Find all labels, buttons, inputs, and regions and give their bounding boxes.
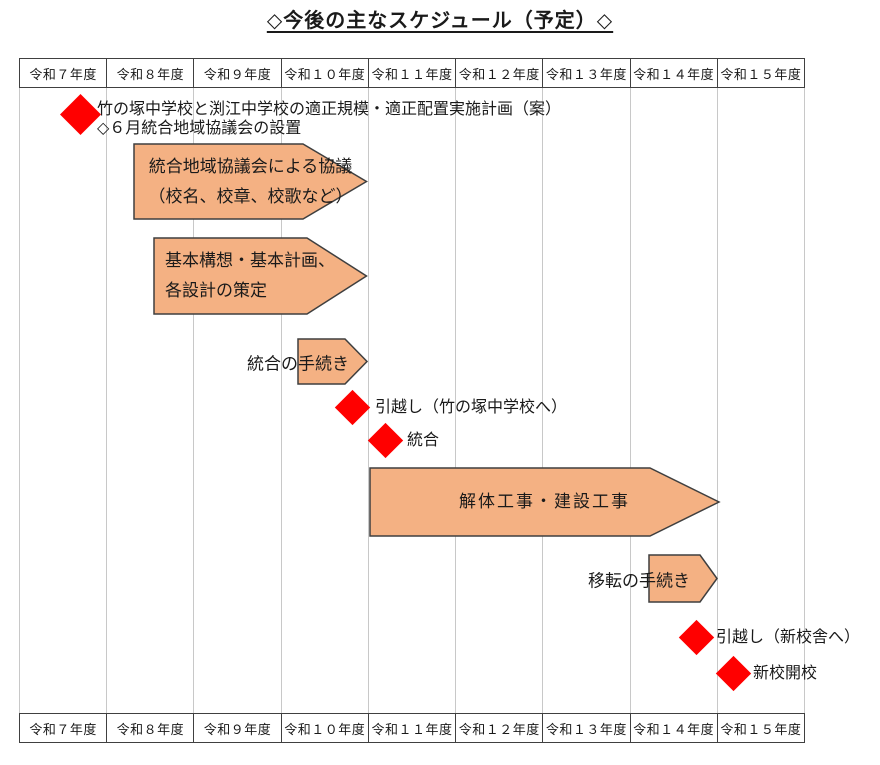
year-cell: 令和１３年度 (542, 59, 629, 87)
milestone-plan-line1: 竹の塚中学校と渕江中学校の適正規模・適正配置実施計画（案） (97, 101, 562, 118)
grid-column (542, 88, 629, 713)
arrow-council-label: 統合地域協議会による協議 （校名、校章、校歌など） (148, 156, 353, 206)
year-cell: 令和７年度 (29, 66, 97, 82)
milestone-plan-line2: ◇６月統合地域協議会の設置 (97, 120, 302, 137)
arrow-construction: 解体工事・建設工事 (369, 467, 721, 537)
grid-column (280, 88, 368, 713)
grid-column (455, 88, 542, 713)
year-cell: 令和８年度 (106, 714, 193, 742)
arrow-shape (648, 554, 718, 603)
milestone-integration-label: 統合 (407, 432, 440, 449)
year-cell: 令和１０年度 (280, 59, 368, 87)
year-cell: 令和１１年度 (367, 59, 455, 87)
milestone-move-takenotsuka-label: 引越し（竹の塚中学校へ） (375, 399, 568, 416)
year-cell: 令和１１年度 (367, 714, 455, 742)
year-cell: 令和１０年度 (280, 714, 368, 742)
grid-column (20, 88, 106, 713)
arrow-relocation-procedure-label: 移転の手続き (588, 571, 690, 590)
page-title: ◇今後の主なスケジュール（予定）◇ (266, 10, 614, 32)
year-cell: 令和８年度 (106, 59, 193, 87)
grid-column (193, 88, 280, 713)
year-footer-row: 令和７年度 令和８年度 令和９年度 令和１０年度 令和１１年度 令和１２年度 令… (19, 713, 805, 743)
arrow-construction-label: 解体工事・建設工事 (459, 492, 630, 511)
grid-column (106, 88, 193, 713)
year-cell: 令和１２年度 (455, 59, 542, 87)
year-cell: 令和９年度 (193, 59, 280, 87)
year-header-row: 令和７年度 令和８年度 令和９年度 令和１０年度 令和１１年度 令和１２年度 令… (19, 58, 805, 88)
year-cell: 令和１５年度 (716, 59, 804, 87)
arrow-council: 統合地域協議会による協議 （校名、校章、校歌など） (133, 143, 368, 220)
arrow-relocation-procedure: 移転の手続き (588, 554, 718, 603)
year-cell: 令和１２年度 (455, 714, 542, 742)
year-cell: 令和１４年度 (629, 714, 717, 742)
year-cell: 令和７年度 (29, 721, 97, 737)
arrow-shape (297, 338, 369, 385)
arrow-shape (369, 467, 721, 537)
year-cell: 令和９年度 (193, 714, 280, 742)
year-cell: 令和１３年度 (542, 714, 629, 742)
grid-column (367, 88, 455, 713)
grid-column (716, 88, 804, 713)
milestone-new-school-opening-label: 新校開校 (753, 665, 818, 682)
arrow-basic-plan: 基本構想・基本計画、 各設計の策定 (153, 237, 368, 315)
arrow-integration-procedure: 統合の手続き (247, 338, 369, 385)
grid-column (629, 88, 717, 713)
arrow-shape (133, 143, 368, 220)
milestone-plan-label: 竹の塚中学校と渕江中学校の適正規模・適正配置実施計画（案） ◇６月統合地域協議会… (97, 100, 561, 138)
year-cell: 令和１５年度 (716, 714, 804, 742)
timeline-grid (19, 88, 805, 713)
arrow-shape (153, 237, 368, 315)
milestone-move-new-building-label: 引越し（新校舎へ） (716, 629, 861, 646)
arrow-integration-procedure-label: 統合の手続き (247, 354, 349, 373)
arrow-basic-plan-label: 基本構想・基本計画、 各設計の策定 (165, 251, 335, 300)
year-cell: 令和１４年度 (629, 59, 717, 87)
